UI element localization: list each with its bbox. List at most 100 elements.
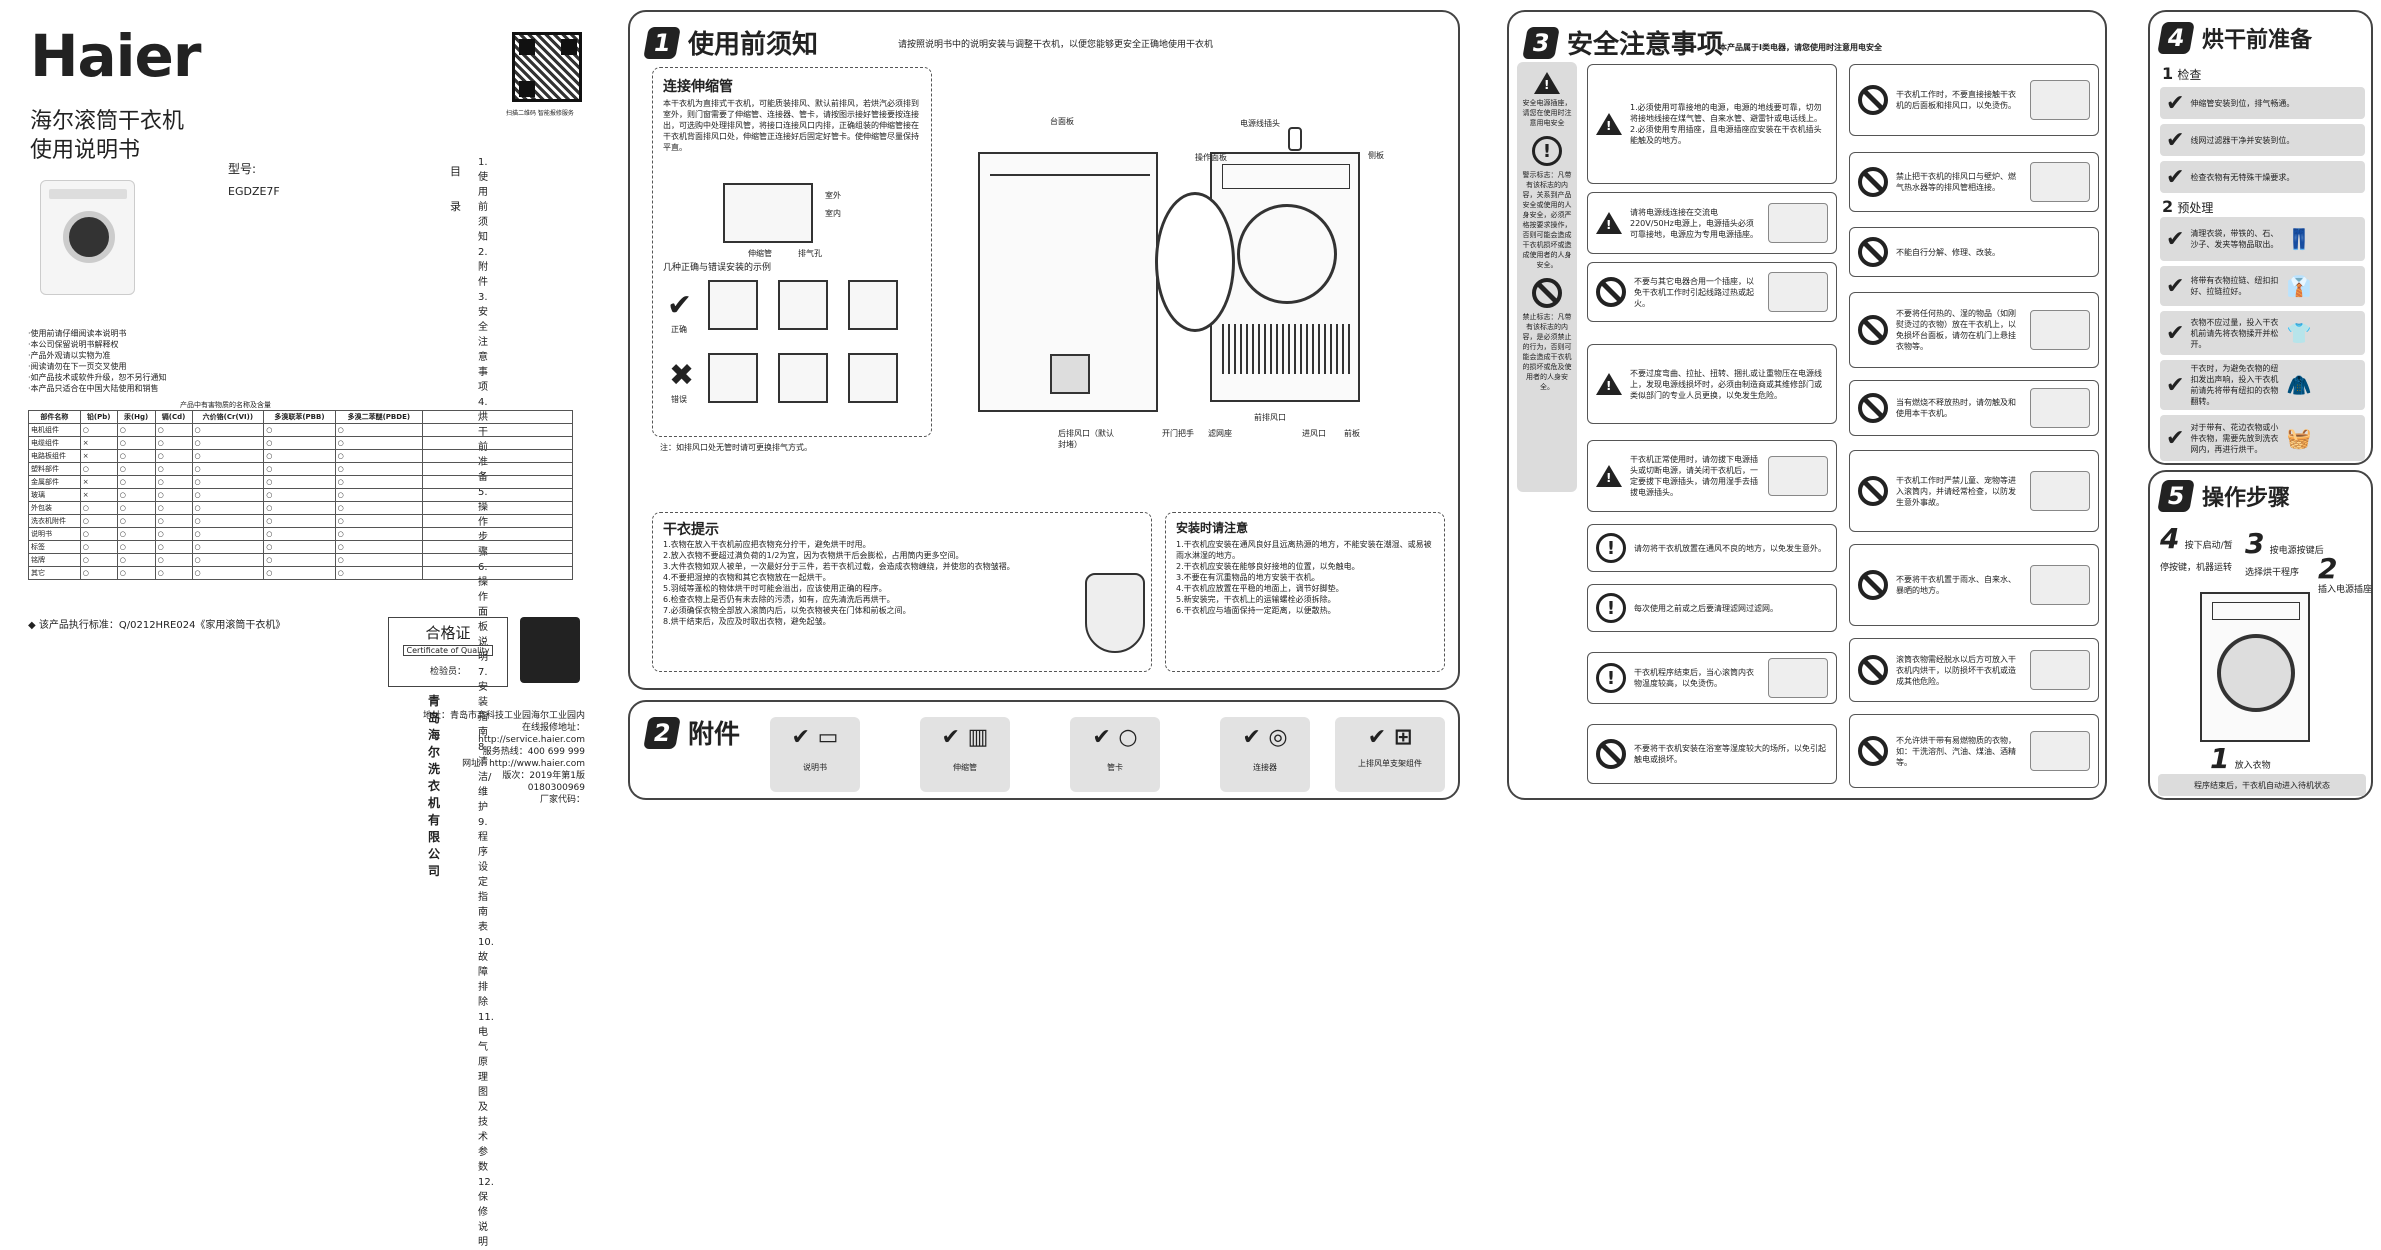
correct-check-icon: ✔ bbox=[667, 288, 693, 323]
cert-en: Certificate of Quality bbox=[403, 645, 493, 656]
accessory-item: ✔ ▭ 说明书 bbox=[770, 717, 860, 792]
label-exhaust: 后排风口（默认封堵） bbox=[1058, 429, 1114, 449]
standard-note: ◆ 该产品执行标准：Q/0212HRE024《家用滚筒干衣机》 bbox=[28, 620, 286, 631]
correct-example-3 bbox=[848, 280, 898, 330]
prohibited-icon bbox=[1858, 167, 1888, 197]
note: 注：如排风口处无管时请可更换排气方式。 bbox=[660, 443, 812, 452]
table-row: 电路板组件×○○○○○ bbox=[28, 449, 573, 463]
toc-label-2: 录 bbox=[450, 200, 461, 213]
section-3-panel: 3 安全注意事项 本产品属于I类电器，请您使用时注意用电安全 安全电源插座，请您… bbox=[1507, 10, 2107, 800]
table-row: 金属部件×○○○○○ bbox=[28, 475, 573, 489]
table-row: 说明书○○○○○○ bbox=[28, 527, 573, 541]
label-control-panel: 操作面板 bbox=[1195, 153, 1227, 162]
accessory-label: 说明书 bbox=[803, 763, 827, 772]
correct-example-2 bbox=[778, 280, 828, 330]
label-vent: 排气孔 bbox=[798, 249, 822, 258]
prohibited-icon bbox=[1858, 393, 1888, 423]
socket-illustration bbox=[1768, 272, 1828, 312]
address: 地址：青岛市高科技工业园海尔工业园内 bbox=[422, 711, 585, 721]
toc-item[interactable]: 1.使用前须知 bbox=[478, 157, 488, 243]
section-4-header: 4 烘干前准备 bbox=[2157, 22, 2313, 54]
website[interactable]: 网址：http://www.haier.com bbox=[462, 759, 585, 769]
section-number: 2 bbox=[643, 716, 681, 749]
list-item: 4.干衣机应放置在平稳的地面上，调节好脚垫。 bbox=[1176, 584, 1344, 593]
pocket-icon: 👖 bbox=[2286, 227, 2312, 251]
certificate: 合格证 Certificate of Quality 检验员： bbox=[388, 617, 508, 687]
safety-item: 不要过度弯曲、拉扯、扭转、捆扎或让重物压在电源线上，发现电源线损坏时，必须由制造… bbox=[1587, 344, 1837, 424]
toc-item[interactable]: 9.程序设定指南表 bbox=[478, 817, 488, 933]
toc-item[interactable]: 12.保修说明 bbox=[478, 1177, 494, 1248]
table-header: 六价铬(Cr(VI)) bbox=[191, 410, 265, 424]
list-item: 1.干衣机应安装在通风良好且远离热源的地方，不能安装在潮湿、或易被雨水淋湿的地方… bbox=[1176, 540, 1432, 560]
step-1: 1 放入衣物 bbox=[2210, 742, 2271, 775]
toc-item[interactable]: 7.安装指南 bbox=[478, 667, 488, 738]
list-item: 2.干衣机应安装在能够良好接地的位置，以免触电。 bbox=[1176, 562, 1360, 571]
hand-plug-illustration bbox=[1768, 456, 1828, 496]
install-title: 安装时请注意 bbox=[1176, 521, 1249, 535]
plug-illustration bbox=[1768, 203, 1828, 243]
toc-item[interactable]: 10.故障排除 bbox=[478, 937, 494, 1008]
prohibited-icon bbox=[1858, 570, 1888, 600]
step-2-label: 2 预处理 bbox=[2162, 197, 2214, 216]
accessory-item: ✔ ⊞ 上排风单支架组件 bbox=[1335, 717, 1445, 792]
warning-icon bbox=[1596, 113, 1622, 135]
section-title: 烘干前准备 bbox=[2202, 28, 2313, 53]
check-item: ✔伸缩管安装到位，排气畅通。 bbox=[2160, 87, 2365, 119]
hotline: 服务热线：400 699 999 bbox=[482, 747, 585, 757]
cover-panel: Haier 海尔滚筒干衣机 使用说明书 扫描二维码 智能报修服务 型号: EGD… bbox=[0, 0, 585, 1248]
label-front-panel: 前板 bbox=[1344, 429, 1360, 438]
safety-item: ! 每次使用之前或之后要清理滤网过滤网。 bbox=[1587, 584, 1837, 632]
brand-logo: Haier bbox=[30, 22, 202, 90]
coat-icon: 🧥 bbox=[2286, 373, 2312, 397]
check-icon: ✔ bbox=[2166, 425, 2185, 451]
accessory-label: 上排风单支架组件 bbox=[1358, 759, 1422, 768]
label-wrong: 错误 bbox=[671, 395, 687, 404]
wrong-cross-icon: ✖ bbox=[669, 358, 695, 393]
toc-item[interactable]: 11.电气原理图及技术参数 bbox=[478, 1012, 494, 1173]
step-4: 4 按下启动/暂停按键，机器运转 bbox=[2160, 522, 2233, 573]
accessory-label: 连接器 bbox=[1253, 763, 1277, 772]
list-item: 5.羽绒等蓬松的物体烘干时可能会溢出，应该使用正确的程序。 bbox=[663, 584, 887, 593]
list-item: 8.烘干结束后，及应及时取出衣物，避免起皱。 bbox=[663, 617, 831, 626]
check-icon: ✔ ○ bbox=[1092, 725, 1138, 750]
pre-item: ✔清理衣袋，带铁的、石、沙子、发夹等物品取出。👖 bbox=[2160, 217, 2365, 261]
prohibited-icon bbox=[1858, 476, 1888, 506]
label-outdoor: 室外 bbox=[825, 191, 841, 200]
dryer-photo bbox=[40, 180, 135, 295]
section-title: 安全注意事项 bbox=[1567, 30, 1724, 60]
recycle-badge bbox=[520, 617, 580, 683]
safety-item: 不要将干衣机安装在浴室等湿度较大的场所，以免引起触电或损坏。 bbox=[1587, 724, 1837, 784]
section-5-panel: 5 操作步骤 4 按下启动/暂停按键，机器运转 3 按电源按键后选择烘干程序 2… bbox=[2148, 470, 2373, 800]
install-box: 安装时请注意 1.干衣机应安装在通风良好且远离热源的地方，不能安装在潮湿、或易被… bbox=[1165, 512, 1445, 672]
safety-item: ! 干衣机程序结束后，当心滚筒内衣物温度较高，以免烫伤。 bbox=[1587, 652, 1837, 704]
check-icon: ✔ ▭ bbox=[791, 725, 839, 750]
qr-code-box bbox=[512, 32, 582, 102]
wrong-title: 几种正确与错误安装的示例 bbox=[663, 263, 772, 273]
toc-item[interactable]: 2.附件 bbox=[478, 247, 488, 288]
gas-heater-illustration bbox=[2030, 162, 2090, 202]
accessory-item: ✔ ○ 管卡 bbox=[1070, 717, 1160, 792]
prohibited-icon bbox=[1858, 655, 1888, 685]
cert-title: 合格证 bbox=[425, 624, 471, 642]
clothes-basket-illustration bbox=[1085, 573, 1145, 653]
label-side-panel: 侧板 bbox=[1368, 151, 1384, 160]
list-item: 7.必须确保衣物全部放入滚筒内后，以免衣物被夹在门体和前板之间。 bbox=[663, 606, 911, 615]
prohibited-icon bbox=[1858, 736, 1888, 766]
wrong-example-1 bbox=[708, 353, 758, 403]
section-5-header: 5 操作步骤 bbox=[2157, 480, 2290, 512]
safety-item: 不允许烘干带有易燃物质的衣物，如：干洗溶剂、汽油、煤油、酒精等。 bbox=[1849, 714, 2099, 788]
toc-item[interactable]: 3.安全注意事项 bbox=[478, 292, 488, 393]
check-item: ✔线网过滤器干净并安装到位。 bbox=[2160, 124, 2365, 156]
drum-illustration bbox=[1768, 658, 1828, 698]
label-correct: 正确 bbox=[671, 325, 687, 334]
iron-illustration bbox=[2030, 310, 2090, 350]
warning-icon bbox=[1534, 72, 1560, 94]
qr-caption: 扫描二维码 智能报修服务 bbox=[506, 110, 574, 117]
safety-item: 不要将干衣机置于雨水、自来水、暴晒的地方。 bbox=[1849, 544, 2099, 626]
table-header: 多溴二苯醚(PBDE) bbox=[334, 410, 424, 424]
table-row: 其它○○○○○○ bbox=[28, 566, 573, 580]
list-item: 4.不要把湿掉的衣物和其它衣物放在一起烘干。 bbox=[663, 573, 831, 582]
check-icon: ✔ bbox=[2166, 127, 2185, 153]
model-value: EGDZE7F bbox=[228, 185, 280, 198]
service-site[interactable]: 在线报修地址：http://service.haier.com bbox=[478, 723, 585, 745]
